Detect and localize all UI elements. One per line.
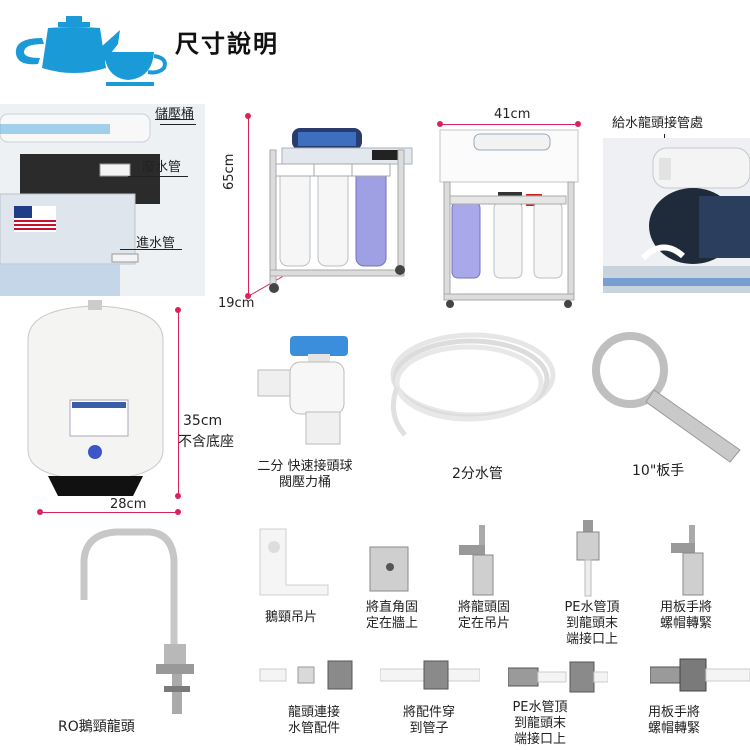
height-dimension-line: [248, 116, 249, 296]
unit-width-label: 41cm: [494, 107, 531, 122]
tank-height-line: [178, 310, 179, 496]
page-title: 尺寸說明: [175, 30, 279, 58]
tank-height-note: 不含底座: [178, 434, 234, 450]
step-label-fitting-tube: 將配件穿 到管子: [402, 705, 455, 736]
tank-width-label: 28cm: [110, 497, 147, 512]
faucet-on-bracket-icon: [455, 525, 510, 600]
mounting-bracket-icon: [258, 525, 332, 597]
wall-bracket-icon: [368, 545, 412, 595]
step-label-faucet-bracket: 將龍頭固 定在吊片: [457, 600, 510, 631]
tank-width-line: [40, 512, 178, 513]
tube-into-faucet-icon: [507, 658, 609, 698]
pressure-tank-photo: [18, 300, 173, 500]
step-label-tightened: 用板手將 螺帽轉緊: [647, 705, 700, 736]
unit-depth-label: 19cm: [218, 296, 255, 311]
accessory-label-tube: 2分水管: [452, 466, 503, 482]
step-label-wall-bracket: 將直角固 定在牆上: [365, 600, 418, 631]
width-dimension-line: [440, 124, 578, 125]
accessory-label-wrench: 10"板手: [632, 463, 685, 479]
step-label-tighten: 用板手將 螺帽轉緊: [659, 600, 712, 631]
step-label-fittings: 龍頭連接 水管配件: [287, 705, 340, 736]
step-label-tube-faucet: PE水管頂 到龍頭末 端接口上: [512, 700, 568, 747]
faucet-connector-label: 給水龍頭接管處: [612, 116, 704, 131]
wrench-icon: [580, 330, 750, 465]
step-label-pe-pipe: PE水管頂 到龍頭末 端接口上: [564, 600, 620, 647]
faucet-pipe-icon: [565, 520, 615, 598]
unit-side-photo: [262, 110, 417, 295]
tightened-nut-icon: [649, 655, 750, 695]
accessory-label-ball-valve: 二分 快速接頭球 閥壓力桶: [257, 459, 353, 490]
faucet-connector-photo: [603, 138, 750, 293]
unit-height-label: 65cm: [222, 153, 237, 190]
gooseneck-faucet-icon: [60, 520, 205, 720]
header-logo: [8, 8, 168, 88]
coiled-tube-icon: [385, 325, 560, 440]
teapot-cup-icon: [15, 16, 167, 86]
step-label-bracket: 鵝頸吊片: [264, 610, 317, 625]
fittings-icon: [258, 655, 358, 695]
fitting-on-tube-icon: [379, 655, 481, 695]
label-waste-pipe: 廢水管: [142, 160, 182, 175]
tank-closeup-photo: [0, 104, 205, 296]
label-pressure-tank: 儲壓桶: [155, 107, 195, 122]
faucet-nut-icon: [665, 525, 720, 599]
tank-height-label: 35cm: [183, 413, 223, 429]
unit-front-photo: [438, 126, 580, 308]
label-inlet-pipe: 進水管: [136, 236, 176, 251]
ball-valve-icon: [250, 330, 360, 455]
faucet-label: RO鵝頸龍頭: [58, 719, 135, 735]
